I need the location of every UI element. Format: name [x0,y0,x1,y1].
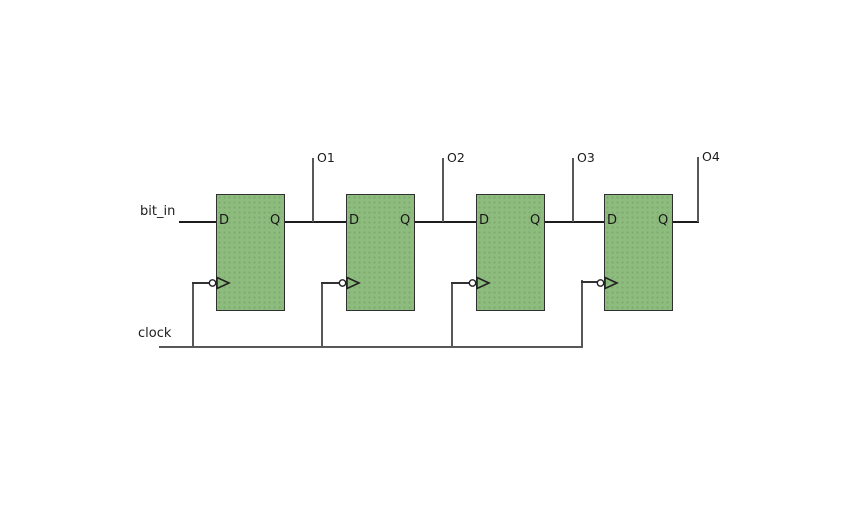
flipflop-3-q-pin-label: Q [530,213,541,228]
tap-wire-o1 [312,158,314,222]
negative-edge-clock-icon [596,276,619,290]
flipflop-2-d-pin-label: D [349,213,360,228]
clock-riser-ff4 [581,280,583,348]
tap-label-o3: O3 [577,150,595,165]
clock-stub-ff1 [192,282,212,284]
tap-wire-o4 [697,157,699,222]
bit-in-wire [179,221,217,223]
negative-edge-clock-icon [468,276,491,290]
wire-q2-to-d3 [414,221,477,223]
wire-q4-out [672,221,699,223]
wire-q3-to-d4 [544,221,605,223]
clock-riser-ff3 [451,282,453,348]
clock-stub-ff3 [451,282,472,284]
wire-q1-to-d2 [284,221,347,223]
clock-stub-ff4 [581,281,600,283]
flipflop-2-box [346,194,415,311]
flipflop-4-box [604,194,673,311]
negative-edge-clock-icon [208,276,231,290]
flipflop-1-q-pin-label: Q [270,213,281,228]
clock-riser-ff2 [321,282,323,348]
clock-label: clock [138,326,172,341]
clock-stub-ff2 [321,282,342,284]
tap-label-o1: O1 [317,150,335,165]
flipflop-4-d-pin-label: D [607,213,618,228]
clock-bus-wire [159,346,583,348]
negative-edge-clock-icon [338,276,361,290]
tap-label-o2: O2 [447,150,465,165]
bit-in-label: bit_in [140,204,176,219]
flipflop-2-q-pin-label: Q [400,213,411,228]
tap-wire-o2 [442,158,444,222]
flipflop-3-box [476,194,545,311]
tap-label-o4: O4 [702,149,720,164]
flipflop-3-d-pin-label: D [479,213,490,228]
flipflop-1-d-pin-label: D [219,213,230,228]
clock-riser-ff1 [192,282,194,348]
flipflop-4-q-pin-label: Q [658,213,669,228]
tap-wire-o3 [572,158,574,222]
flipflop-1-box [216,194,285,311]
